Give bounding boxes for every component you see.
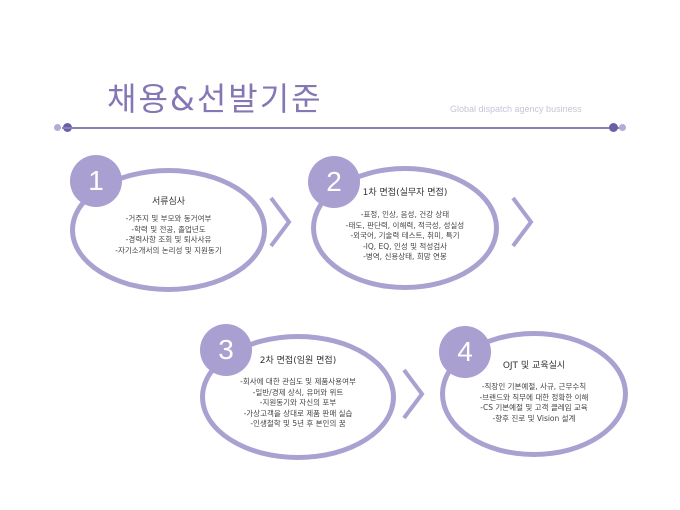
step-2-item: -병역, 신용상태, 희망 연봉 bbox=[363, 252, 447, 261]
header-divider-line bbox=[62, 127, 620, 129]
step-3-item: -인생철학 및 5년 후 본인의 꿈 bbox=[250, 419, 346, 428]
step-4-item: -브랜드와 직무에 대한 정확한 이해 bbox=[479, 392, 589, 402]
step-3-title: 2차 면접(임원 면접) bbox=[259, 356, 337, 366]
step-3-ellipse bbox=[200, 334, 396, 460]
step-3-item: -일반/경제 상식, 유머와 위트 bbox=[252, 387, 344, 397]
step-1-number-badge: 1 bbox=[70, 155, 122, 207]
line-dot-right-outer bbox=[619, 124, 626, 131]
step-4-title: OJT 및 교육실시 bbox=[502, 361, 566, 371]
step-3-item: -가상고객을 상대로 제품 판매 실습 bbox=[243, 408, 353, 418]
step-3-item: -회사에 대한 관심도 및 제품사용여부 bbox=[240, 377, 356, 386]
line-dot-left-outer bbox=[54, 124, 61, 131]
chevron-right-icon bbox=[269, 196, 292, 248]
step-1-item: -자기소개서의 논리성 및 지원동기 bbox=[115, 245, 222, 255]
step-1-title: 서류심사 bbox=[151, 197, 186, 207]
line-dot-right-inner bbox=[609, 123, 618, 132]
step-3-number-badge: 3 bbox=[200, 324, 252, 376]
step-2-item: -표정, 인상, 음성, 건강 상태 bbox=[360, 210, 450, 219]
step-2-title: 1차 면접(실무자 면접) bbox=[362, 188, 448, 198]
page-subtitle: Global dispatch agency business bbox=[450, 104, 582, 114]
step-2-item: -태도, 판단력, 이해력, 적극성, 성실성 bbox=[345, 220, 465, 230]
step-1-item: -거주지 및 부모와 동거여부 bbox=[125, 214, 212, 223]
chevron-right-icon bbox=[511, 196, 534, 248]
chevron-right-icon bbox=[402, 368, 425, 420]
step-4-item: -CS 기본예절 및 고객 클레임 교육 bbox=[480, 403, 588, 412]
step-3-list: -회사에 대한 관심도 및 제품사용여부 -일반/경제 상식, 유머와 위트 -… bbox=[200, 377, 396, 430]
step-2-number-badge: 2 bbox=[308, 156, 360, 208]
step-2-list: -표정, 인상, 음성, 건강 상태 -태도, 판단력, 이해력, 적극성, 성… bbox=[311, 210, 499, 263]
step-1-list: -거주지 및 부모와 동거여부 -학력 및 전공, 졸업년도 -경력사항 조회 … bbox=[70, 214, 267, 256]
step-4-item: -향후 진로 및 Vision 설계 bbox=[492, 413, 576, 423]
step-4-number-badge: 4 bbox=[439, 326, 491, 378]
step-3-item: -지원동기와 자신의 포부 bbox=[259, 398, 337, 407]
step-1-item: -경력사항 조회 및 퇴사사유 bbox=[125, 235, 212, 244]
step-2-item: -외국어, 기술력 테스트, 취미, 특기 bbox=[350, 231, 460, 240]
step-4-item: -직장인 기본예절, 사규, 근무수칙 bbox=[481, 382, 587, 391]
step-1-item: -학력 및 전공, 졸업년도 bbox=[131, 224, 206, 234]
step-2-item: -IQ, EQ, 인성 및 적성검사 bbox=[362, 241, 448, 251]
page-title: 채용&선발기준 bbox=[107, 80, 323, 118]
step-4-list: -직장인 기본예절, 사규, 근무수칙 -브랜드와 직무에 대한 정확한 이해 … bbox=[440, 382, 628, 424]
